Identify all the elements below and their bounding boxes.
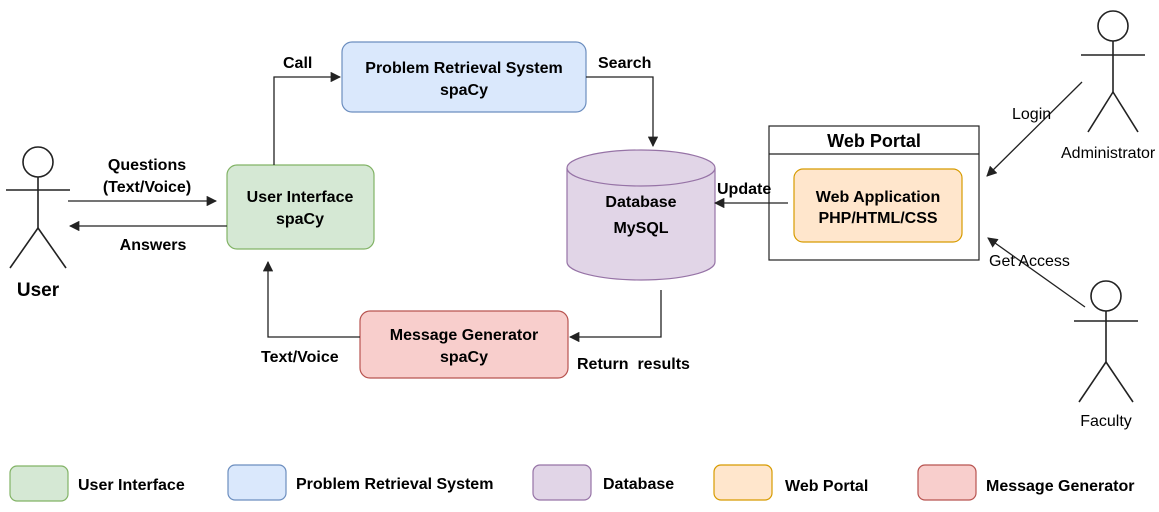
update-label: Update (717, 181, 771, 198)
search-label: Search (598, 55, 651, 72)
web-portal-title: Web Portal (827, 131, 921, 151)
legend-label: Problem Retrieval System (296, 476, 493, 493)
legend-label: Message Generator (986, 478, 1135, 495)
web-application-node: Web Application PHP/HTML/CSS (793, 168, 963, 243)
database-node: Database MySQL (566, 149, 716, 281)
text-voice-label: Text/Voice (261, 349, 339, 366)
legend-item-message-generator: Message Generator (917, 464, 1135, 501)
search-arrow (586, 76, 659, 148)
user-actor: User (6, 146, 70, 301)
legend-item-user-interface: User Interface (9, 465, 185, 502)
legend: User Interface Problem Retrieval System … (9, 464, 1135, 502)
msg-title: Message Generator (390, 327, 539, 344)
msg-subtitle: spaCy (440, 349, 488, 366)
ui-title: User Interface (247, 189, 354, 206)
user-label: User (17, 280, 60, 301)
administrator-label: Administrator (1061, 145, 1156, 162)
administrator-stick-figure-icon (1081, 10, 1145, 133)
text-voice-arrow (262, 260, 360, 338)
legend-swatch (713, 464, 773, 501)
legend-label: Web Portal (785, 478, 868, 495)
legend-label: User Interface (78, 477, 185, 494)
administrator-actor: Administrator (1061, 10, 1156, 162)
web-portal-container: Web Portal Web Application PHP/HTML/CSS (768, 125, 980, 261)
call-label: Call (283, 55, 312, 72)
user-stick-figure-icon (6, 146, 70, 269)
return-results-arrow (568, 290, 662, 343)
faculty-stick-figure-icon (1074, 280, 1138, 403)
login-label: Login (1012, 106, 1051, 123)
ui-subtitle: spaCy (276, 211, 324, 228)
questions-label-line1: Questions (108, 157, 186, 174)
get-access-arrow (987, 237, 1086, 308)
legend-item-web-portal: Web Portal (713, 464, 868, 501)
webapp-subtitle: PHP/HTML/CSS (818, 210, 937, 227)
webapp-title: Web Application (816, 189, 940, 206)
legend-swatch (9, 465, 69, 502)
message-generator-node: Message Generator spaCy (359, 310, 569, 379)
call-arrow (273, 71, 342, 165)
legend-item-problem-retrieval-system: Problem Retrieval System (227, 464, 493, 501)
prs-subtitle: spaCy (440, 82, 488, 99)
answers-label: Answers (120, 237, 187, 254)
prs-title: Problem Retrieval System (365, 60, 562, 77)
faculty-label: Faculty (1080, 413, 1132, 430)
legend-swatch (532, 464, 592, 501)
legend-swatch (917, 464, 977, 501)
problem-retrieval-system-node: Problem Retrieval System spaCy (341, 41, 587, 113)
get-access-label: Get Access (989, 253, 1070, 270)
faculty-actor: Faculty (1074, 280, 1138, 430)
legend-item-database: Database (532, 464, 674, 501)
legend-swatch (227, 464, 287, 501)
questions-label-line2: (Text/Voice) (103, 179, 191, 196)
login-arrow (986, 81, 1083, 177)
return-results-label: Return results (577, 356, 690, 373)
user-interface-node: User Interface spaCy (226, 164, 375, 250)
db-title: Database (605, 194, 676, 211)
legend-label: Database (603, 476, 674, 493)
db-subtitle: MySQL (613, 220, 668, 237)
